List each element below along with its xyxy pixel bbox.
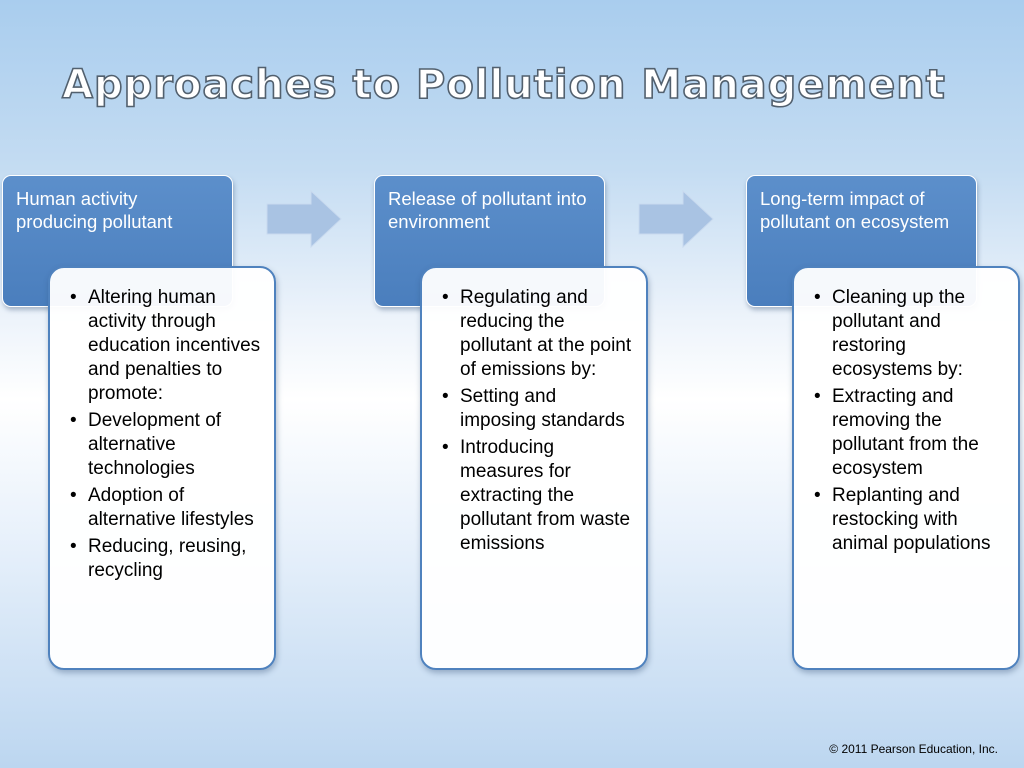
stage-1-item-text: Reducing, reusing, recycling [88,536,247,581]
stage-2-item-text: Setting and imposing standards [460,386,625,431]
copyright-notice: © 2011 Pearson Education, Inc. [829,742,998,756]
stage-3-actions: • Cleaning up the pollutant and restoring… [792,266,1020,670]
slide-title: Approaches to Pollution Management [61,61,946,109]
flow-arrow-1-icon [266,190,342,248]
bullet-icon: • [814,485,821,506]
stage-1-item-text: Altering human activity through educatio… [88,287,261,404]
bullet-icon: • [70,287,77,308]
stage-3-item: • Extracting and removing the pollutant f… [808,385,1008,481]
stage-3-item: • Cleaning up the pollutant and restoring… [808,286,1008,382]
bullet-icon: • [442,386,449,407]
stage-1-item: • Development of alternative technologies [64,409,264,481]
stage-1-item-text: Development of alternative technologies [88,410,222,479]
stage-2-item: • Regulating and reducing the pollutant a… [436,286,636,382]
stage-2-item: • Introducing measures for extracting the… [436,436,636,556]
bullet-icon: • [70,410,77,431]
stage-2-actions: • Regulating and reducing the pollutant a… [420,266,648,670]
stage-1-item: • Adoption of alternative lifestyles [64,484,264,532]
stage-3-item-text: Replanting and restocking with animal po… [832,485,991,554]
stage-2-item-text: Introducing measures for extracting the … [460,437,631,554]
stage-1-item: • Altering human activity through educati… [64,286,264,406]
bullet-icon: • [814,287,821,308]
bullet-icon: • [442,437,449,458]
stage-3-item: • Replanting and restocking with animal p… [808,484,1008,556]
flow-arrow-2-icon [638,190,714,248]
stage-2-item: • Setting and imposing standards [436,385,636,433]
bullet-icon: • [442,287,449,308]
stage-2-header: Release of pollutant into environment [374,175,605,307]
stage-3-item-text: Cleaning up the pollutant and restoring … [832,287,966,380]
stage-1-actions: • Altering human activity through educati… [48,266,276,670]
bullet-icon: • [70,536,77,557]
stage-3-item-text: Extracting and removing the pollutant fr… [832,386,979,479]
bullet-icon: • [70,485,77,506]
stage-2-item-text: Regulating and reducing the pollutant at… [460,287,632,380]
bullet-icon: • [814,386,821,407]
stage-1-item: • Reducing, reusing, recycling [64,535,264,583]
stage-1-item-text: Adoption of alternative lifestyles [88,485,254,530]
